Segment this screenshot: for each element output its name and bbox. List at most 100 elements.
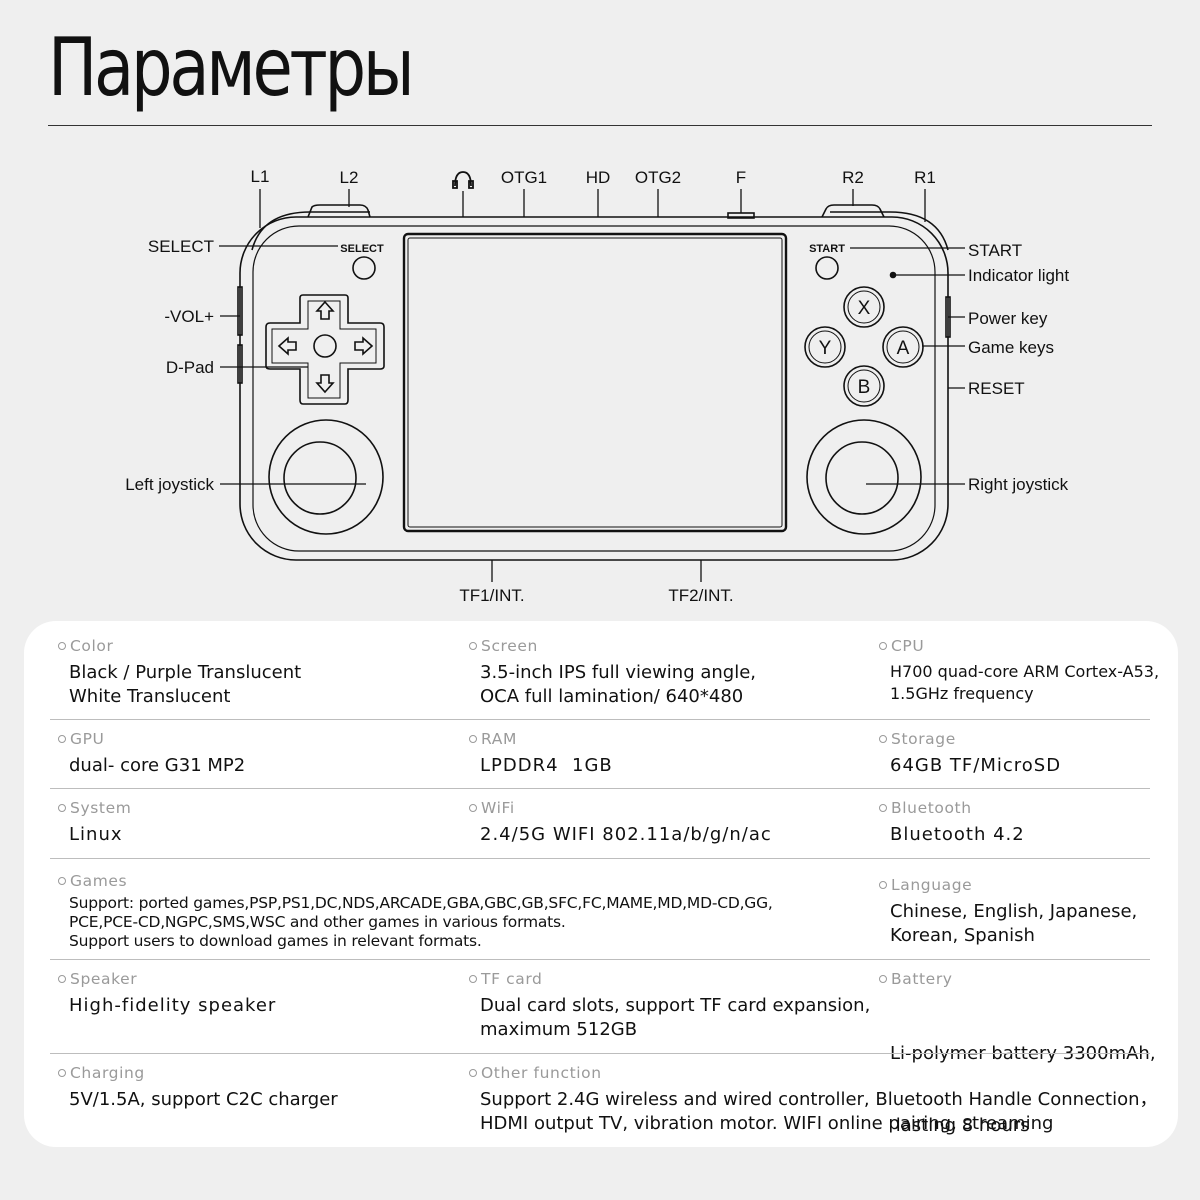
page-title: Параметры	[48, 21, 415, 114]
dpad-cross	[265, 294, 385, 405]
bullet-icon	[469, 642, 477, 650]
label-power: Power key	[968, 309, 1048, 328]
x-button	[843, 286, 885, 328]
label-game-keys: Game keys	[968, 338, 1054, 357]
label-tf1: TF1/INT.	[459, 586, 524, 605]
left-joystick-outer	[268, 419, 384, 535]
label-tf2: TF2/INT.	[668, 586, 733, 605]
bullet-icon	[58, 877, 66, 885]
label-l1: L1	[251, 167, 270, 186]
label-vol: -VOL+	[164, 307, 214, 326]
spec-label: Language	[891, 876, 973, 894]
spec-system: System Linux	[58, 799, 131, 847]
bullet-icon	[879, 642, 887, 650]
label-left-joystick: Left joystick	[125, 475, 214, 494]
spec-battery: Battery Li-polymer battery 3300mAh, last…	[879, 970, 1156, 1186]
title-divider	[48, 125, 1152, 126]
spec-value: 1.5GHz frequency	[890, 684, 1034, 703]
spec-value: 2.4/5G WIFI 802.11a/b/g/n/ac	[480, 824, 772, 845]
spec-value: 64GB TF/MicroSD	[890, 755, 1062, 776]
bullet-icon	[58, 642, 66, 650]
spec-label: Charging	[70, 1064, 145, 1082]
spec-label: WiFi	[481, 799, 515, 817]
bullet-icon	[469, 735, 477, 743]
y-button-label: Y	[819, 338, 832, 359]
spec-value: White Translucent	[69, 686, 231, 707]
spec-tfcard: TF card Dual card slots, support TF card…	[469, 970, 870, 1042]
spec-value: Korean, Spanish	[890, 925, 1035, 946]
label-reset: RESET	[968, 379, 1025, 398]
right-joystick-outer	[806, 419, 922, 535]
spec-label: Color	[70, 637, 114, 655]
row-divider	[50, 1053, 1150, 1054]
left-shoulder	[251, 211, 370, 251]
spec-value: High-fidelity speaker	[69, 995, 277, 1016]
bullet-icon	[58, 975, 66, 983]
label-right-joystick: Right joystick	[968, 475, 1069, 494]
device-diagram-svg: L1 L2 OTG1 HD OTG2 F R2 R1 SELECT -VOL+ …	[125, 167, 1069, 605]
indicator-light	[889, 271, 897, 279]
dpad-center	[313, 334, 337, 358]
label-otg2: OTG2	[635, 168, 681, 187]
spec-games: Games Support: ported games,PSP,PS1,DC,N…	[58, 872, 773, 951]
spec-charging: Charging 5V/1.5A, support C2C charger	[58, 1064, 338, 1112]
row-divider	[50, 959, 1150, 960]
row-divider	[50, 788, 1150, 789]
label-start: START	[968, 241, 1022, 260]
spec-speaker: Speaker High-fidelity speaker	[58, 970, 276, 1018]
b-button	[843, 365, 885, 407]
spec-value: Linux	[69, 824, 123, 845]
r2-trigger	[821, 204, 885, 218]
dpad-left-arrow	[277, 336, 297, 356]
spec-value: LPDDR4 1GB	[480, 755, 613, 776]
bullet-icon	[879, 804, 887, 812]
label-r2: R2	[842, 168, 864, 187]
y-button	[804, 326, 846, 368]
spec-label: GPU	[70, 730, 105, 748]
spec-label: Bluetooth	[891, 799, 972, 817]
headphone-icon	[452, 171, 474, 189]
spec-value: Black / Purple Translucent	[69, 662, 302, 683]
label-hd: HD	[586, 168, 611, 187]
spec-value: H700 quad-core ARM Cortex-A53,	[890, 662, 1160, 681]
spec-language: Language Chinese, English, Japanese, Kor…	[879, 876, 1137, 948]
spec-value: maximum 512GB	[480, 1019, 638, 1040]
bullet-icon	[58, 804, 66, 812]
label-r1: R1	[914, 168, 936, 187]
label-indicator: Indicator light	[968, 266, 1069, 285]
label-l2: L2	[340, 168, 359, 187]
spec-value: Support 2.4G wireless and wired controll…	[480, 1089, 1158, 1110]
a-button	[882, 326, 924, 368]
spec-label: Battery	[891, 970, 953, 988]
spec-label: Storage	[891, 730, 956, 748]
left-joystick-stick	[283, 441, 357, 515]
spec-value: PCE,PCE-CD,NGPC,SMS,WSC and other games …	[69, 913, 566, 931]
spec-value: 3.5-inch IPS full viewing angle,	[480, 662, 757, 683]
spec-label: RAM	[481, 730, 517, 748]
spec-screen: Screen 3.5-inch IPS full viewing angle, …	[469, 637, 756, 709]
device-body-inner	[252, 225, 936, 552]
bullet-icon	[58, 735, 66, 743]
bullet-icon	[469, 1069, 477, 1077]
l2-trigger	[307, 204, 371, 218]
spec-value: 5V/1.5A, support C2C charger	[69, 1089, 338, 1110]
spec-wifi: WiFi 2.4/5G WIFI 802.11a/b/g/n/ac	[469, 799, 772, 847]
bullet-icon	[879, 881, 887, 889]
row-divider	[50, 719, 1150, 720]
vol-button	[237, 286, 243, 336]
spec-cpu: CPU H700 quad-core ARM Cortex-A53, 1.5GH…	[879, 637, 1159, 705]
spec-value: Li-polymer battery 3300mAh,	[890, 1043, 1156, 1064]
a-button-label: A	[897, 338, 910, 359]
label-f: F	[736, 168, 746, 187]
select-button	[352, 256, 376, 280]
spec-other: Other function Support 2.4G wireless and…	[469, 1064, 1158, 1136]
x-button-label: X	[858, 298, 871, 319]
row-divider	[50, 858, 1150, 859]
specs-card	[24, 621, 1178, 1147]
spec-value: Bluetooth 4.2	[890, 824, 1025, 845]
spec-label: Speaker	[70, 970, 138, 988]
spec-label: Other function	[481, 1064, 602, 1082]
spec-storage: Storage 64GB TF/MicroSD	[879, 730, 1061, 778]
right-joystick-stick	[825, 441, 899, 515]
select-print: SELECT	[340, 243, 384, 255]
